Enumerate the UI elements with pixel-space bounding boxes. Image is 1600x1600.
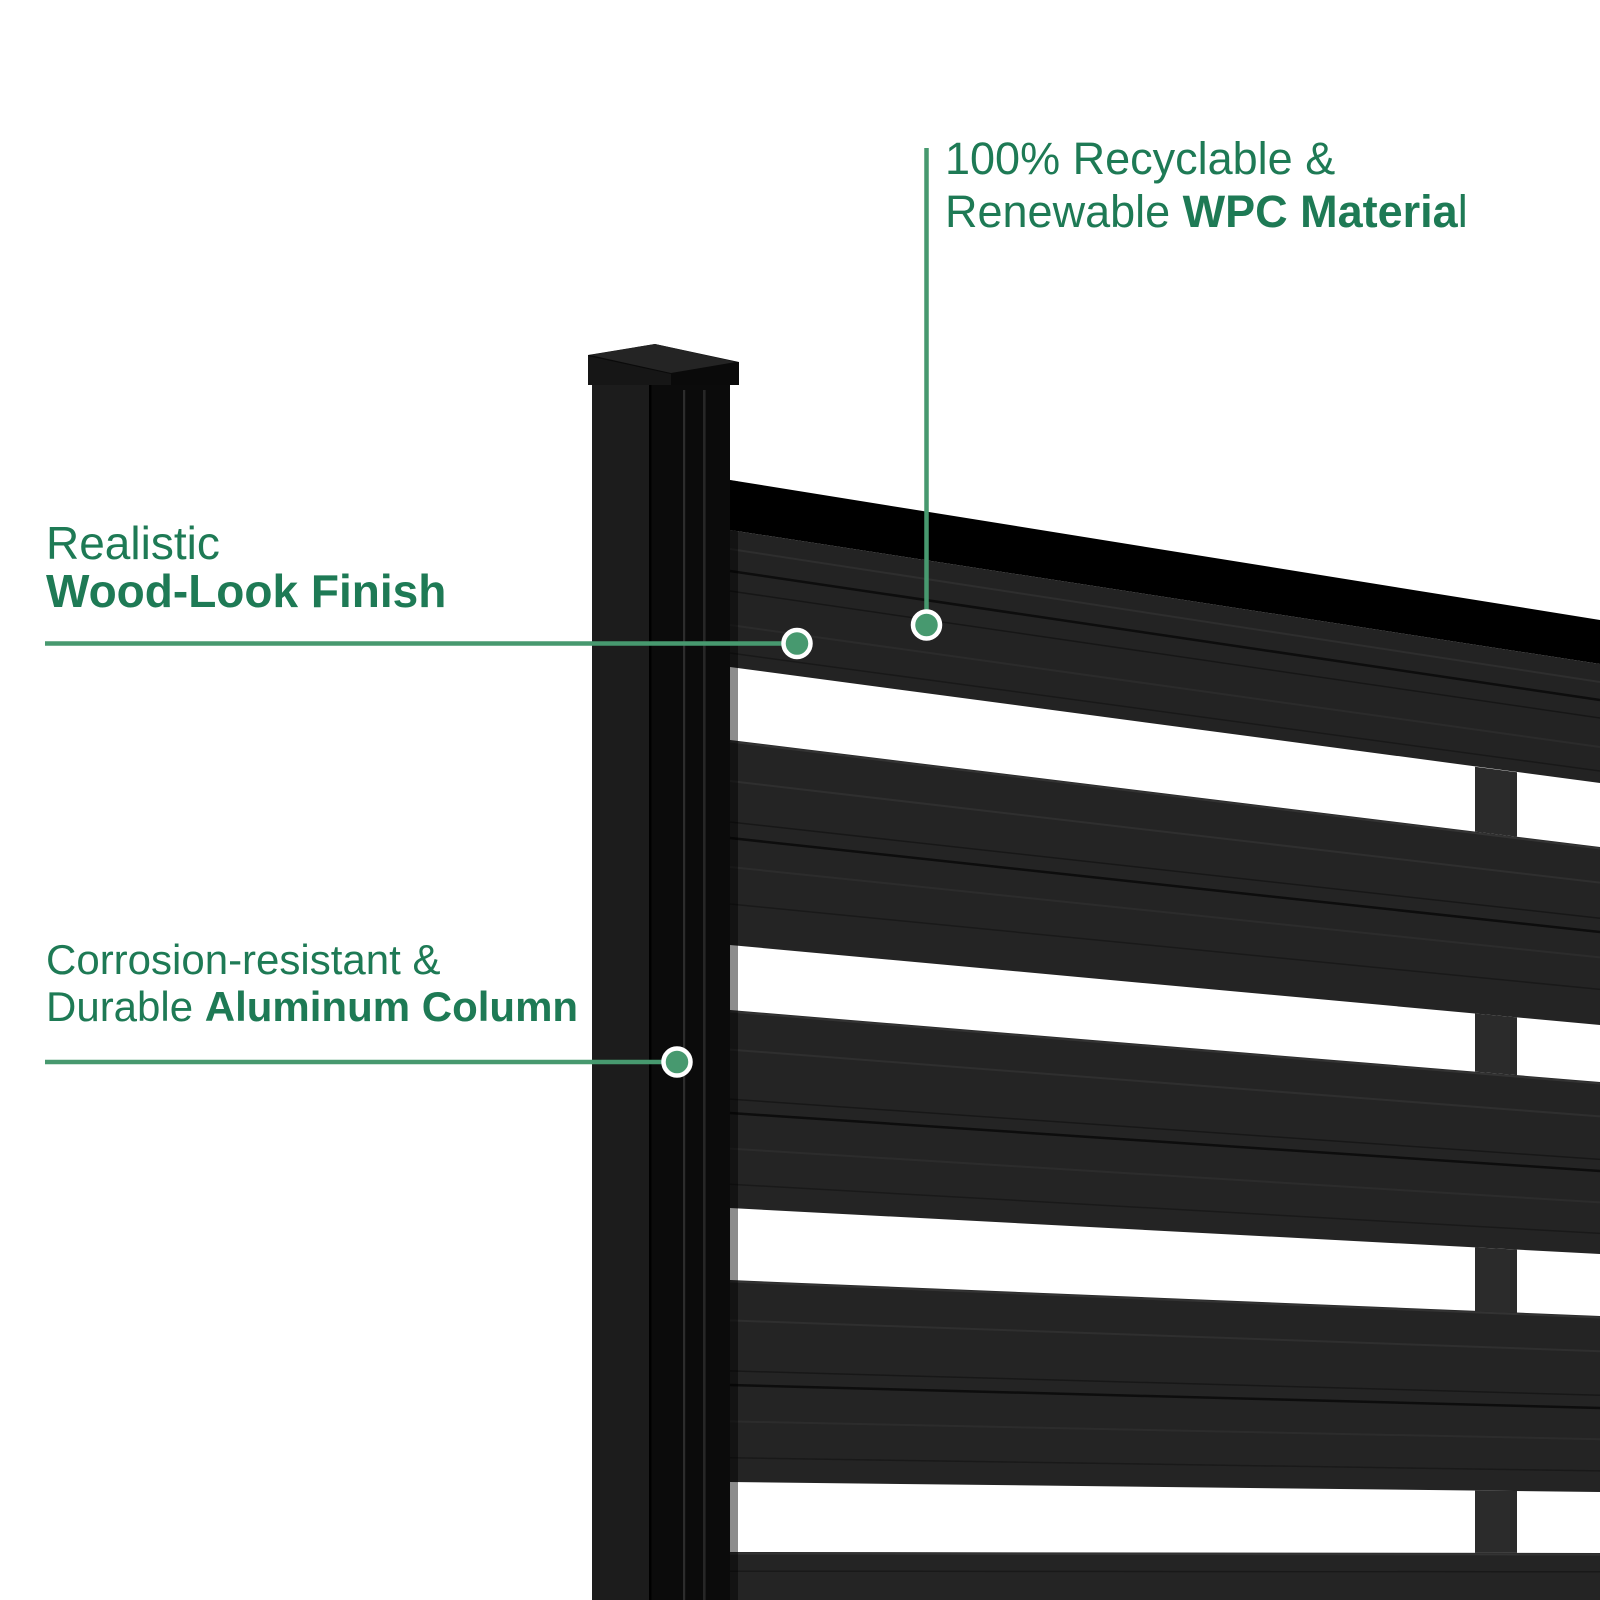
slat [729, 1552, 1600, 1600]
slat [729, 1010, 1600, 1254]
wpc-material-line2: Renewable WPC Material [945, 186, 1468, 237]
post-cap-top-face [590, 344, 736, 373]
slat-gap-spacers [1475, 766, 1517, 1553]
post-cap-left-face [588, 356, 671, 385]
callout-label-wpc-material: 100% Recyclable & Renewable WPC Material [945, 132, 1468, 238]
slat [729, 740, 1600, 1025]
callout-dot-aluminum-column [661, 1046, 693, 1078]
callout-dot-wpc-material [910, 609, 943, 641]
callout-label-wood-finish: Realistic Wood-Look Finish [46, 519, 446, 615]
aluminum-column-line2: Durable Aluminum Column [46, 983, 579, 1030]
wood-finish-line2: Wood-Look Finish [46, 565, 447, 617]
slat [729, 1280, 1600, 1492]
slat-gap-spacer [1475, 1247, 1517, 1313]
slat [729, 530, 1600, 783]
slat-gap-spacer [1475, 1490, 1517, 1553]
post-groove-line [703, 390, 706, 1600]
post-front-face [651, 385, 730, 1600]
wpc-material-line1: 100% Recyclable & [945, 133, 1336, 184]
wpc-panel [729, 480, 1600, 1600]
aluminum-column-line1: Corrosion-resistant & [46, 936, 441, 983]
post-corner-edge [649, 385, 652, 1600]
panel-top-rail [730, 480, 1600, 664]
post-left-face [592, 385, 651, 1600]
callout-label-aluminum-column: Corrosion-resistant & Durable Aluminum C… [46, 936, 578, 1030]
panel-post-shadow [730, 480, 738, 1600]
callout-dot-wood-finish [781, 627, 813, 660]
callout-graphics [45, 148, 943, 1078]
wood-finish-line1: Realistic [46, 517, 220, 569]
post-groove-line [683, 390, 686, 1600]
slat-gap-spacer [1475, 1013, 1517, 1076]
aluminum-post [588, 344, 739, 1600]
slat-gap-spacer [1475, 766, 1517, 837]
